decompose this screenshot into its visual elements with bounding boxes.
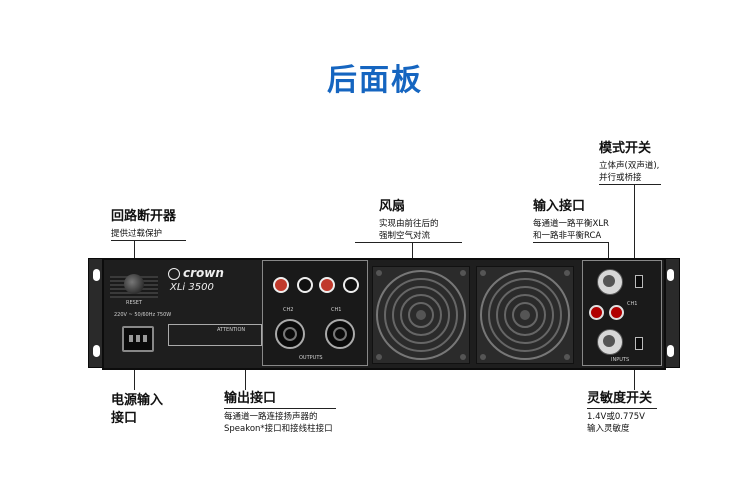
amplifier-rear-panel: RESET 220V ~ 50/60Hz 750W crown XLi 3500… — [102, 258, 666, 370]
ch1-input-label: CH1 — [627, 301, 638, 307]
sensitivity-desc-1: 1.4V或0.775V — [587, 412, 645, 422]
binding-post-black-ch1[interactable] — [343, 277, 359, 293]
binding-post-black-ch2[interactable] — [297, 277, 313, 293]
circuit-breaker-button[interactable] — [124, 274, 144, 294]
output-underline — [224, 408, 336, 409]
attention-label: ATTENTION — [217, 327, 246, 333]
input-desc-1: 每通道一路平衡XLR — [533, 219, 609, 229]
breaker-underline — [111, 240, 186, 241]
model-label: XLi 3500 — [170, 282, 214, 293]
power-inlet-socket[interactable] — [122, 326, 154, 352]
mode-pointer — [634, 184, 635, 270]
power-pointer — [134, 352, 135, 390]
speakon-ch1[interactable] — [325, 319, 355, 349]
fan-underline — [355, 242, 462, 243]
attention-box: ATTENTION — [168, 324, 262, 346]
output-desc-1: 每通道一路连接扬声器的 — [224, 412, 318, 422]
breaker-heading: 回路断开器 — [111, 209, 177, 224]
breaker-desc: 提供过载保护 — [111, 229, 163, 239]
binding-post-red-ch1[interactable] — [319, 277, 335, 293]
power-heading-2: 接口 — [111, 411, 138, 426]
fan-grill-icon — [480, 270, 570, 360]
sensitivity-switch[interactable] — [635, 337, 643, 350]
output-heading: 输出接口 — [224, 391, 277, 406]
input-pointer — [608, 242, 609, 270]
fan-desc-2: 强制空气对流 — [379, 231, 431, 241]
input-desc-2: 和一路非平衡RCA — [533, 231, 602, 241]
cooling-fan-left — [372, 266, 470, 364]
input-heading: 输入接口 — [533, 199, 586, 214]
xlr-input-ch2[interactable] — [597, 329, 623, 355]
power-heading-1: 电源输入 — [111, 393, 164, 408]
input-panel: CH1 INPUTS — [582, 260, 662, 366]
fan-grill-icon — [376, 270, 466, 360]
fan-desc-1: 实现由前往后的 — [379, 219, 439, 229]
sensitivity-underline — [587, 408, 657, 409]
output-desc-2: Speakon*接口和接线柱接口 — [224, 424, 333, 434]
fan-heading: 风扇 — [379, 199, 406, 214]
output-pointer — [245, 350, 246, 390]
speakon-ch2[interactable] — [275, 319, 305, 349]
rca-input-ch2[interactable] — [609, 305, 624, 320]
sensitivity-heading: 灵敏度开关 — [587, 391, 653, 406]
mode-switch[interactable] — [635, 275, 643, 288]
reset-label: RESET — [126, 300, 143, 306]
voltage-label: 220V ~ 50/60Hz 750W — [114, 312, 172, 318]
brand-logo: crown — [168, 266, 224, 280]
page-title: 后面板 — [327, 63, 423, 98]
ch2-output-label: CH2 — [283, 307, 294, 313]
ch1-output-label: CH1 — [331, 307, 342, 313]
input-underline — [533, 242, 608, 243]
mode-underline — [599, 184, 661, 185]
inputs-caption: INPUTS — [611, 357, 630, 363]
sensitivity-pointer — [634, 350, 635, 390]
brand-text: crown — [183, 266, 224, 280]
binding-post-red-ch2[interactable] — [273, 277, 289, 293]
mode-desc-2: 并行或桥接 — [599, 173, 642, 183]
outputs-caption: OUTPUTS — [299, 355, 323, 361]
crown-circle-icon — [168, 267, 180, 280]
breaker-pointer — [134, 240, 135, 270]
output-panel: CH2 CH1 OUTPUTS — [262, 260, 368, 366]
sensitivity-desc-2: 输入灵敏度 — [587, 424, 630, 434]
mode-heading: 模式开关 — [599, 141, 652, 156]
fan-pointer — [412, 242, 413, 266]
xlr-input-ch1[interactable] — [597, 269, 623, 295]
cooling-fan-right — [476, 266, 574, 364]
mode-desc-1: 立体声(双声道), — [599, 161, 660, 171]
rca-input-ch1[interactable] — [589, 305, 604, 320]
